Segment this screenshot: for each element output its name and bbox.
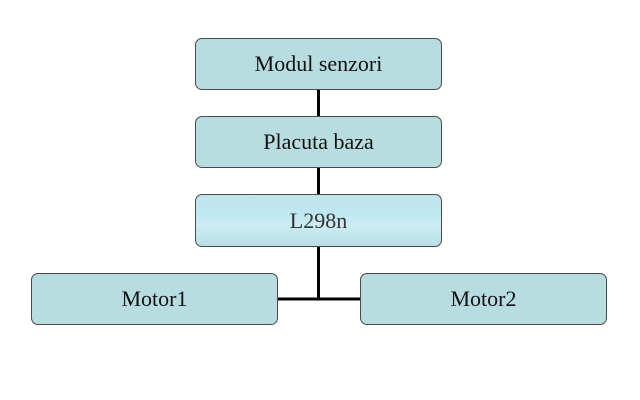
node-l298n: L298n — [195, 194, 442, 247]
node-modul-senzori: Modul senzori — [195, 38, 442, 90]
node-label-motor2: Motor2 — [450, 286, 517, 311]
node-label-placuta-baza: Placuta baza — [263, 129, 374, 154]
node-label-motor1: Motor1 — [121, 286, 188, 311]
node-motor1: Motor1 — [31, 273, 278, 325]
node-placuta-baza: Placuta baza — [195, 116, 442, 168]
node-label-modul-senzori: Modul senzori — [254, 51, 383, 76]
node-motor2: Motor2 — [360, 273, 607, 325]
node-label-l298n: L298n — [289, 207, 348, 233]
